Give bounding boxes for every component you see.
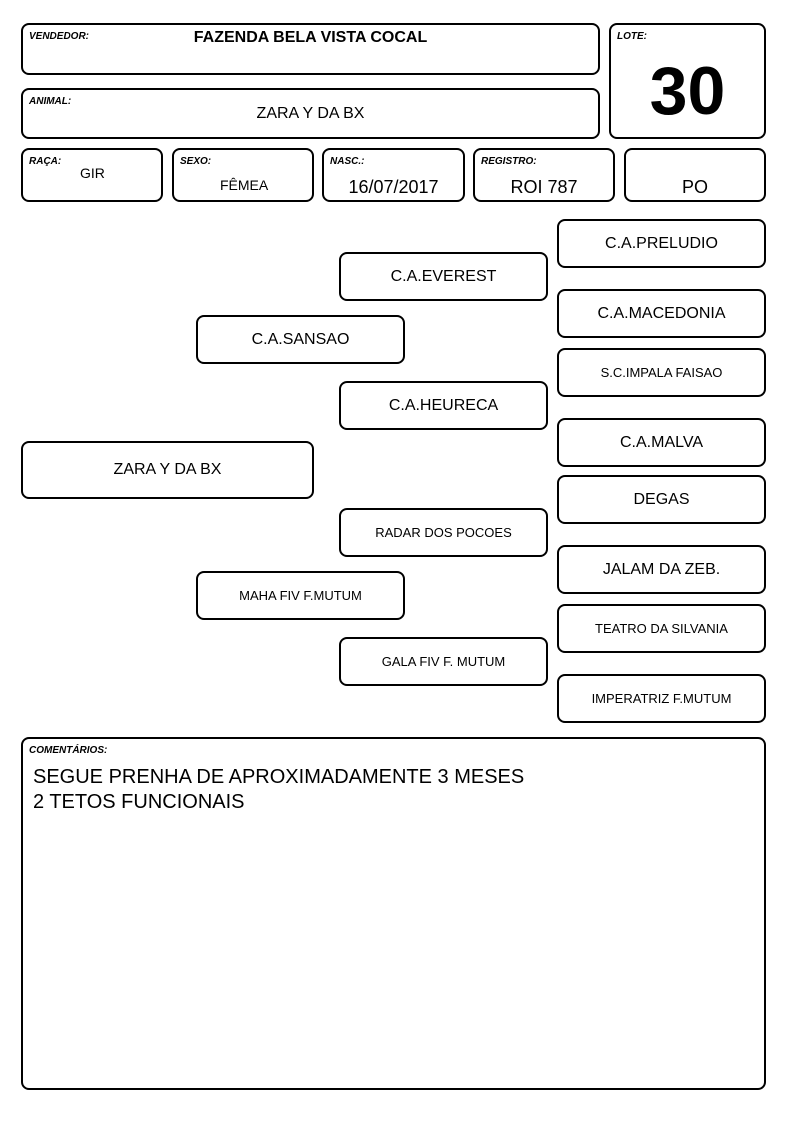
animal-value: ZARA Y DA BX (256, 105, 365, 122)
registro-box: REGISTRO: ROI 787 (473, 148, 615, 202)
comment-line-2: 2 TETOS FUNCIONAIS (33, 791, 245, 813)
pedigree-ggp-2: C.A.MACEDONIA (557, 289, 766, 338)
comment-line-1: SEGUE PRENHA DE APROXIMADAMENTE 3 MESES (33, 766, 525, 788)
pedigree-sire-sire: C.A.EVEREST (339, 252, 548, 301)
pedigree-dam-sire: RADAR DOS POCOES (339, 508, 548, 557)
pedigree-ggp-5: DEGAS (557, 475, 766, 524)
vendedor-label: VENDEDOR: (29, 31, 90, 42)
sexo-value: FÊMEA (220, 177, 269, 193)
animal-box: ANIMAL: ZARA Y DA BX (21, 88, 600, 139)
lote-box: LOTE: 30 (609, 23, 766, 139)
pedigree-animal: ZARA Y DA BX (21, 441, 314, 499)
nasc-label: NASC.: (330, 156, 365, 167)
raca-box: RAÇA: GIR (21, 148, 163, 202)
comments-label: COMENTÁRIOS: (29, 745, 108, 756)
comments-box: COMENTÁRIOS: SEGUE PRENHA DE APROXIMADAM… (21, 737, 766, 1090)
pedigree-ggp-4: C.A.MALVA (557, 418, 766, 467)
sexo-label: SEXO: (180, 156, 212, 167)
pedigree-ggp-6: JALAM DA ZEB. (557, 545, 766, 594)
raca-label: RAÇA: (29, 156, 62, 167)
pedigree-ggp-8: IMPERATRIZ F.MUTUM (557, 674, 766, 723)
sexo-box: SEXO: FÊMEA (172, 148, 314, 202)
lote-label: LOTE: (617, 31, 647, 42)
registro-label: REGISTRO: (481, 156, 537, 167)
pedigree-sire-dam: C.A.HEURECA (339, 381, 548, 430)
pedigree-dam-dam: GALA FIV F. MUTUM (339, 637, 548, 686)
po-box: PO (624, 148, 766, 202)
registro-value: ROI 787 (510, 177, 578, 197)
pedigree-ggp-7: TEATRO DA SILVANIA (557, 604, 766, 653)
vendedor-box: VENDEDOR: FAZENDA BELA VISTA COCAL (21, 23, 600, 75)
nasc-box: NASC.: 16/07/2017 (322, 148, 465, 202)
pedigree-ggp-3: S.C.IMPALA FAISAO (557, 348, 766, 397)
nasc-value: 16/07/2017 (348, 177, 439, 197)
lote-number: 30 (649, 53, 726, 129)
comments-text: SEGUE PRENHA DE APROXIMADAMENTE 3 MESES … (33, 765, 754, 815)
raca-value: GIR (80, 165, 105, 181)
po-value: PO (681, 177, 708, 197)
pedigree-sire: C.A.SANSAO (196, 315, 405, 364)
vendedor-value: FAZENDA BELA VISTA COCAL (193, 29, 428, 46)
animal-label: ANIMAL: (29, 96, 72, 107)
pedigree-dam: MAHA FIV F.MUTUM (196, 571, 405, 620)
pedigree-ggp-1: C.A.PRELUDIO (557, 219, 766, 268)
